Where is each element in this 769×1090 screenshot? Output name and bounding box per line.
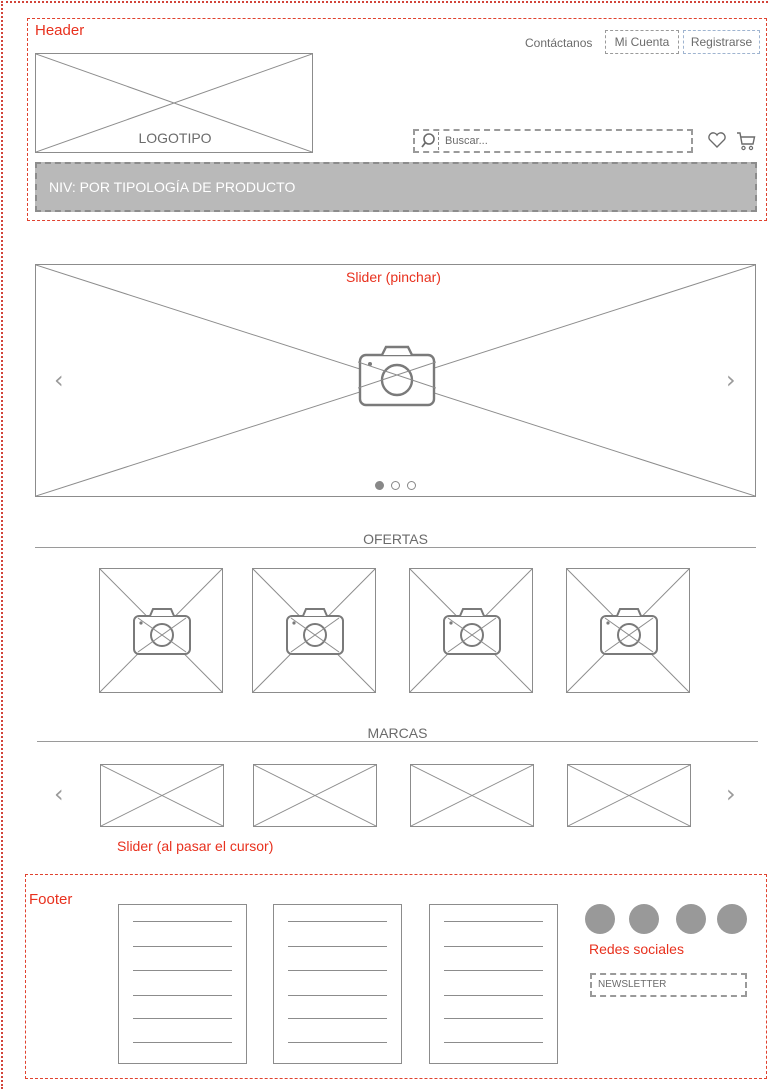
footer-link-column [429,904,558,1064]
social-icon[interactable] [585,904,615,934]
main-slider-label: Slider (pinchar) [346,269,441,285]
offer-product-card[interactable] [409,568,533,693]
brand-logo[interactable] [100,764,224,827]
offer-product-card[interactable] [252,568,376,693]
brands-title: MARCAS [367,725,428,741]
footer-label: Footer [29,891,73,908]
footer-link-column [273,904,402,1064]
brand-logo[interactable] [253,764,377,827]
account-button[interactable]: Mi Cuenta [605,30,679,54]
brands-divider [37,741,758,742]
offer-product-card[interactable] [566,568,690,693]
nav-bar[interactable]: NIV: POR TIPOLOGÍA DE PRODUCTO [35,162,757,212]
social-icon[interactable] [717,904,747,934]
search-icon[interactable] [417,132,439,150]
header-label: Header [35,22,85,39]
footer-region [25,874,767,1079]
slider-prev-arrow[interactable]: ‹ [54,366,64,394]
search-placeholder: Buscar... [445,135,488,147]
slider-dot-1[interactable] [375,481,384,490]
offer-product-card[interactable] [99,568,223,693]
newsletter-label: NEWSLETTER [598,979,667,990]
register-button[interactable]: Registrarse [683,30,760,54]
slider-dot-2[interactable] [391,481,400,490]
social-icon[interactable] [629,904,659,934]
nav-label: NIV: POR TIPOLOGÍA DE PRODUCTO [49,179,296,195]
offers-divider [35,547,756,548]
cart-icon[interactable] [735,130,757,152]
camera-icon [132,606,192,656]
slider-dot-3[interactable] [407,481,416,490]
search-input[interactable]: Buscar... [413,129,693,153]
heart-icon[interactable] [707,131,727,149]
camera-icon [442,606,502,656]
logo-placeholder[interactable]: LOGOTIPO [35,53,313,153]
social-icon[interactable] [676,904,706,934]
camera-icon [357,343,437,407]
offers-title: OFERTAS [363,531,428,547]
social-label: Redes sociales [589,941,684,957]
logo-text: LOGOTIPO [138,130,212,146]
header-region [27,18,767,221]
brands-next-arrow[interactable]: › [726,780,736,808]
slider-next-arrow[interactable]: › [726,366,736,394]
newsletter-input[interactable]: NEWSLETTER [590,973,747,997]
brands-slider-label: Slider (al pasar el cursor) [117,838,274,854]
brand-logo[interactable] [410,764,534,827]
brands-prev-arrow[interactable]: ‹ [54,780,64,808]
camera-icon [599,606,659,656]
contact-link[interactable]: Contáctanos [525,36,593,50]
footer-link-column [118,904,247,1064]
brand-logo[interactable] [567,764,691,827]
camera-icon [285,606,345,656]
